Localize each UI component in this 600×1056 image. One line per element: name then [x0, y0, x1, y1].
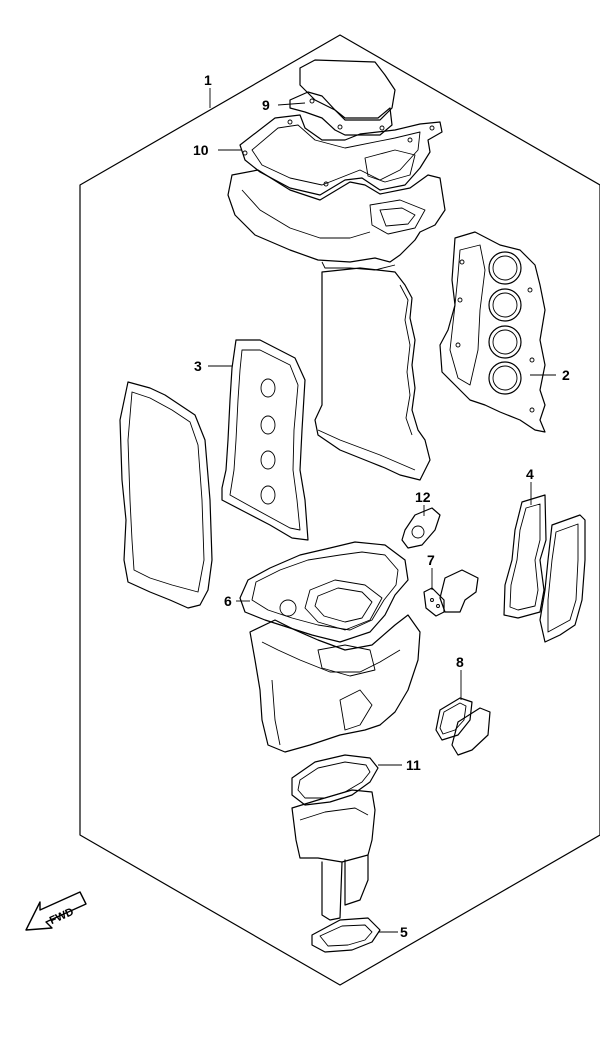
- gasket-6: [239, 541, 409, 643]
- callout-4: 4: [526, 466, 534, 482]
- cylinder-head-body: [227, 169, 446, 271]
- cover-plate: [451, 707, 491, 756]
- gasket-5: [311, 917, 381, 953]
- gasket-9: [289, 91, 393, 136]
- callout-7: 7: [427, 552, 435, 568]
- callout-5: 5: [400, 924, 408, 940]
- gasket-8: [435, 697, 473, 741]
- forward-direction-arrow: FWD: [25, 891, 87, 931]
- callout-9: 9: [262, 97, 270, 113]
- gasket-10: [239, 114, 443, 196]
- lower-case-body: [249, 614, 421, 753]
- side-cover-left: [119, 381, 213, 609]
- leader-9: [277, 102, 306, 106]
- oil-strainer-assembly: [291, 789, 376, 921]
- engine-block: [314, 267, 431, 481]
- thermostat-housing: [439, 569, 479, 613]
- gasket-11: [291, 754, 379, 806]
- cylinder-head-cover: [299, 59, 396, 121]
- cam-cover-gasket-3: [221, 339, 309, 541]
- callout-2: 2: [562, 367, 570, 383]
- callout-3: 3: [194, 358, 202, 374]
- gasket-4: [503, 494, 547, 619]
- side-cover-right: [539, 514, 586, 643]
- cylinder-head-gasket-2: [439, 231, 546, 433]
- callout-1: 1: [204, 72, 212, 88]
- kit-boundary: [79, 34, 600, 986]
- callout-6: 6: [224, 593, 232, 609]
- gasket-12: [401, 507, 441, 549]
- callout-11: 11: [406, 757, 421, 773]
- callout-8: 8: [456, 654, 464, 670]
- callout-12: 12: [415, 489, 431, 505]
- callout-10: 10: [193, 142, 209, 158]
